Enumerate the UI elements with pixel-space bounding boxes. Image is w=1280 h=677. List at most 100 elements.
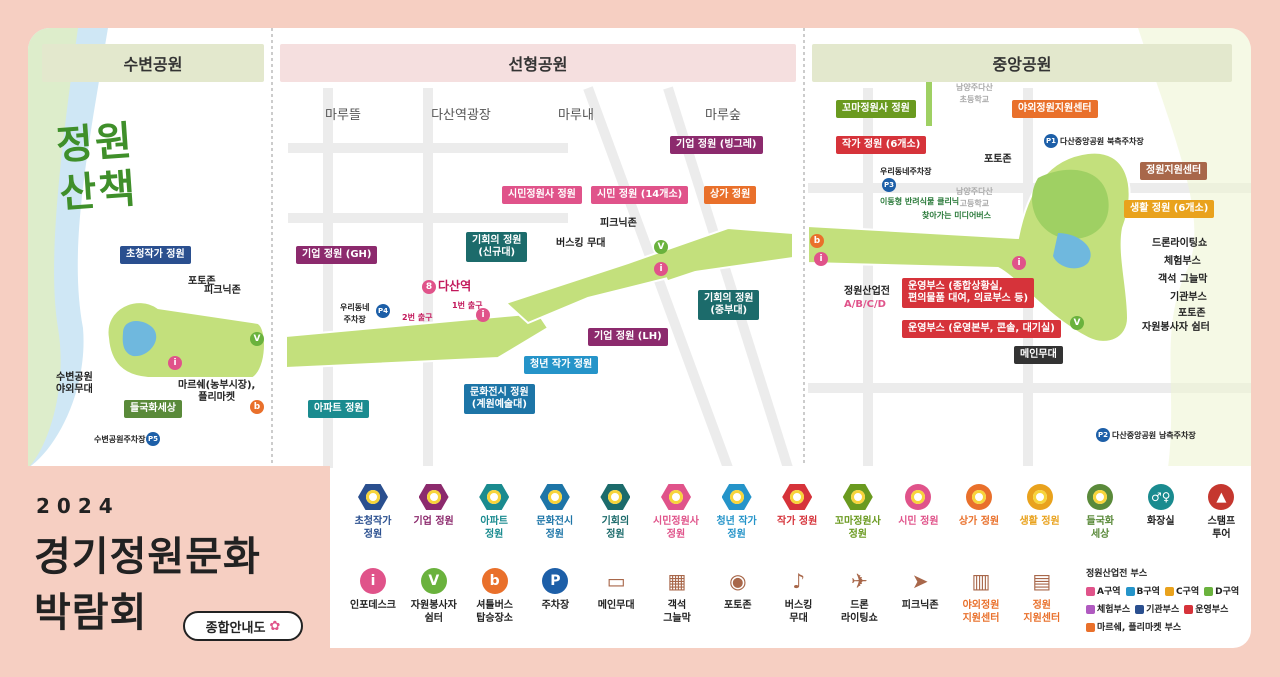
label-garden-center[interactable]: 정원지원센터 (1140, 162, 1208, 180)
label-youth-artist[interactable]: 청년 작가 정원 (524, 356, 599, 374)
waterside-park (106, 301, 266, 379)
label-south-parking[interactable]: 다산중앙공원 남측주차장 (1112, 431, 1196, 440)
legend-picnic: ➤피크닉존 (890, 568, 950, 612)
volunteer-icon-left[interactable]: V (250, 332, 264, 346)
legend-stamp: ▲스탬프 투어 (1191, 484, 1251, 541)
legend-label-citizen: 시민 정원 (898, 516, 939, 527)
legend-corp: 기업 정원 (404, 484, 464, 528)
label-life6[interactable]: 생활 정원 (6개소) (1124, 200, 1215, 218)
label-picnic-mid[interactable]: 피크닉존 (600, 218, 637, 229)
info-icon: i (358, 568, 388, 594)
apartment-icon (479, 484, 510, 510)
main-stage-icon: ▭ (606, 568, 626, 593)
label-corp-bingrae[interactable]: 기업 정원 (빙그레) (670, 136, 763, 154)
label-industry-zones[interactable]: A/B/C/D (844, 299, 886, 310)
label-main-stage[interactable]: 메인무대 (1014, 346, 1063, 364)
label-institution[interactable]: 기관부스 (1170, 292, 1207, 303)
legend-photozone: ◉포토존 (708, 568, 768, 612)
label-corp-gh[interactable]: 기업 정원 (GH) (296, 246, 378, 264)
volunteer-icon-mid[interactable]: V (654, 240, 668, 254)
label-outdoor-center[interactable]: 야외정원지원센터 (1012, 100, 1098, 118)
zone-d: D구역 (1204, 584, 1239, 597)
label-school-2: 남양주다산 고등학교 (956, 187, 993, 208)
label-artist6[interactable]: 작가 정원 (6개소) (836, 136, 927, 154)
parking-p2-badge[interactable]: P2 (1096, 428, 1110, 442)
label-pet-clinic[interactable]: 이동형 반려식물 클리닉 (880, 197, 960, 206)
pergola-icon: ▦ (667, 568, 687, 593)
label-photozone-left[interactable]: 포토존 (188, 276, 216, 287)
flower-icon: ✿ (269, 618, 281, 634)
label-volunteer[interactable]: 자원봉사자 쉼터 (1142, 322, 1210, 333)
label-north-parking[interactable]: 다산중앙공원 북측주차장 (1060, 137, 1144, 146)
label-opportunity-new[interactable]: 기회의 정원 (신규대) (466, 232, 528, 262)
legend-youth: 청년 작가 정원 (707, 484, 767, 541)
parking-icon: P (540, 568, 570, 594)
label-exit2[interactable]: 2번 출구 (402, 313, 433, 322)
legend-label-artist: 작가 정원 (777, 516, 818, 527)
linear-park-1 (285, 311, 550, 370)
parking-p3-badge[interactable]: P3 (882, 178, 896, 192)
label-apartment[interactable]: 아파트 정원 (308, 400, 370, 418)
shuttle-icon-right[interactable]: b (810, 234, 824, 248)
label-culture-exhibit[interactable]: 문화전시 정원 (계원예술대) (464, 384, 535, 414)
info-icon-right2[interactable]: i (1012, 256, 1026, 270)
zone-experience: 체험부스 (1086, 602, 1130, 615)
label-picnic-left[interactable]: 피크닉존 (204, 285, 241, 296)
label-photozone-far[interactable]: 포토존 (1178, 308, 1206, 319)
parking-p1-badge[interactable]: P1 (1044, 134, 1058, 148)
expo-year: 2024 (36, 494, 120, 518)
label-citizen-gardener[interactable]: 시민정원사 정원 (502, 186, 582, 204)
label-photozone-right[interactable]: 포토존 (984, 154, 1012, 165)
legend-label-deulgukhwa: 들국화 세상 (1086, 516, 1114, 540)
zone-legend: 정원산업전 부스 A구역 B구역 C구역 D구역 체험부스 기관부스 운영부스 … (1086, 566, 1246, 633)
subway-station-icon[interactable]: 8 (422, 280, 436, 294)
label-experience[interactable]: 체험부스 (1164, 256, 1201, 267)
info-icon-mid[interactable]: i (476, 308, 490, 322)
label-citizen-14[interactable]: 시민 정원 (14개소) (591, 186, 689, 204)
section-header-central: 중앙공원 (812, 44, 1232, 82)
parking-p5-badge[interactable]: P5 (146, 432, 160, 446)
info-icon-mid2[interactable]: i (654, 262, 668, 276)
label-mini-gardener[interactable]: 꼬마정원사 정원 (836, 100, 916, 118)
label-marche[interactable]: 마르쉐(농부시장), 플리마켓 (178, 380, 256, 403)
label-shop-garden[interactable]: 상가 정원 (704, 186, 757, 204)
volunteer-icon-right[interactable]: V (1070, 316, 1084, 330)
label-chocheong[interactable]: 초청작가 정원 (120, 246, 191, 264)
shuttle-icon[interactable]: b (250, 400, 264, 414)
label-ops-booth-2[interactable]: 운영부스 (운영본부, 콘솔, 대기실) (902, 320, 1061, 338)
label-pergola[interactable]: 객석 그늘막 (1158, 274, 1208, 285)
label-exit1[interactable]: 1번 출구 (452, 301, 483, 310)
zone-ops: 운영부스 (1184, 602, 1228, 615)
legend-artist: 작가 정원 (767, 484, 827, 528)
subarea-marune: 마루내 (558, 108, 594, 123)
label-ops-booth-1[interactable]: 운영부스 (종합상황실, 편의물품 대여, 의료부스 등) (902, 278, 1035, 308)
info-icon-left[interactable]: i (168, 356, 182, 370)
legend-culture: 문화전시 정원 (525, 484, 585, 541)
label-industry-expo[interactable]: 정원산업전 (844, 286, 890, 297)
label-drone[interactable]: 드론라이팅쇼 (1152, 238, 1208, 249)
legend-label-citizen-gardener: 시민정원사 정원 (653, 516, 699, 540)
label-our-parking-right[interactable]: 우리동네주차장 (880, 167, 932, 176)
parking-p4-badge[interactable]: P4 (376, 304, 390, 318)
label-waterside-parking[interactable]: 수변공원주차장 (94, 435, 146, 444)
label-busking[interactable]: 버스킹 무대 (556, 238, 606, 249)
legend-label-drone: 드론 라이팅쇼 (840, 600, 878, 624)
legend-life: 생활 정원 (1010, 484, 1070, 528)
photozone-icon: ◉ (729, 568, 747, 593)
label-opportunity-mid[interactable]: 기회의 정원 (중부대) (698, 290, 760, 320)
legend-label-culture: 문화전시 정원 (536, 516, 574, 540)
label-corp-lh[interactable]: 기업 정원 (LH) (588, 328, 668, 346)
label-our-parking[interactable]: 우리동네 주차장 (340, 303, 370, 324)
info-icon-right[interactable]: i (814, 252, 828, 266)
label-media-bus[interactable]: 찾아가는 미디어버스 (922, 211, 992, 220)
label-deulgukhwa[interactable]: 들국화세상 (124, 400, 182, 418)
legend-restroom: ♂♀화장실 (1131, 484, 1191, 528)
label-waterside-stage[interactable]: 수변공원 야외무대 (56, 372, 93, 395)
legend-label-apartment: 아파트 정원 (480, 516, 508, 540)
label-dasan-station[interactable]: 다산역 (438, 279, 472, 293)
legend-main-stage: ▭메인무대 (586, 568, 646, 612)
